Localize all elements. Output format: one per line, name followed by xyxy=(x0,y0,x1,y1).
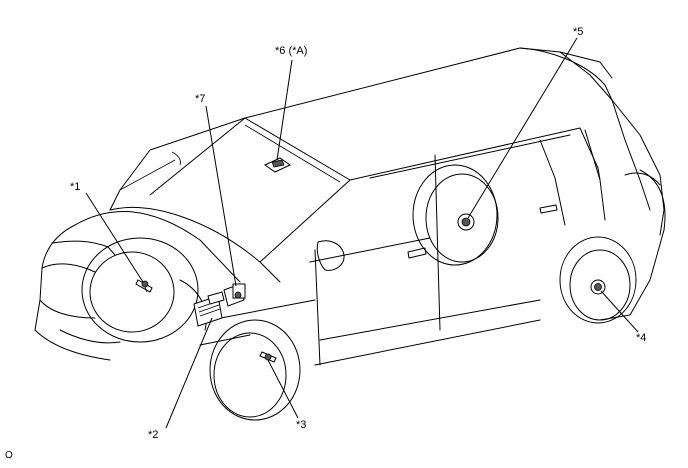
callout-label-3: *3 xyxy=(296,419,306,431)
callout-label-5: *5 xyxy=(573,26,583,38)
leader-line-4 xyxy=(600,290,639,333)
callout-label-2: *2 xyxy=(148,429,158,441)
control-module xyxy=(193,291,225,327)
callout-label-7: *7 xyxy=(195,93,205,105)
car-body xyxy=(34,47,666,366)
rear-right-speed-sensor xyxy=(590,279,606,295)
leader-line-1 xyxy=(85,192,144,283)
front-left-wheel xyxy=(81,237,199,343)
brake-actuator xyxy=(223,283,246,307)
callout-label-4: *4 xyxy=(636,332,646,344)
leader-line-2 xyxy=(165,317,213,429)
rear-left-speed-sensor xyxy=(457,213,475,231)
rear-left-wheel xyxy=(412,164,499,266)
leader-line-6 xyxy=(276,59,293,161)
front-left-speed-sensor xyxy=(135,279,153,293)
figure-code: O xyxy=(5,450,13,461)
front-right-speed-sensor xyxy=(259,351,277,363)
leader-line-3 xyxy=(267,359,299,419)
callout-label-1: *1 xyxy=(70,181,80,193)
yaw-rate-sensor xyxy=(264,157,291,173)
rear-right-wheel xyxy=(559,236,637,324)
leader-line-7 xyxy=(205,105,237,287)
leader-line-5 xyxy=(467,37,578,219)
front-right-wheel xyxy=(209,319,301,421)
callout-label-6: *6 (*A) xyxy=(275,45,307,57)
